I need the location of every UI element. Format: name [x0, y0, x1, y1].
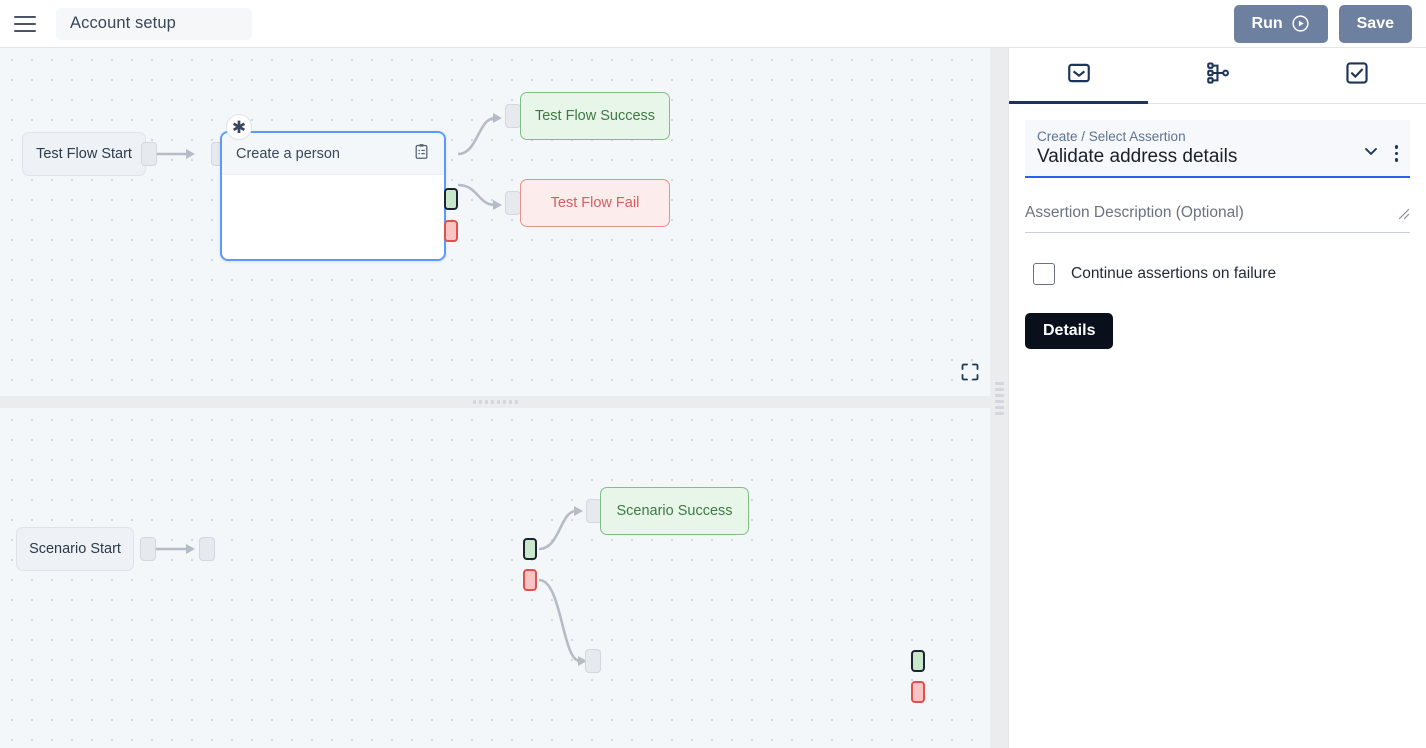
handle-create-a-person-success[interactable]	[444, 188, 458, 210]
assertion-select-field[interactable]: Create / Select Assertion Validate addre…	[1025, 120, 1410, 178]
assertion-select-value: Validate address details	[1037, 146, 1238, 167]
hamburger-menu-icon[interactable]	[12, 11, 38, 37]
assertion-description-field[interactable]: Assertion Description (Optional)	[1025, 200, 1410, 233]
node-test-flow-success-label: Test Flow Success	[534, 108, 656, 124]
node-test-flow-start[interactable]: Test Flow Start	[22, 132, 146, 176]
panel-divider-grip-icon	[994, 381, 1004, 415]
handle-create-a-person-fail[interactable]	[444, 220, 458, 242]
save-button-label: Save	[1356, 14, 1394, 32]
more-vertical-icon[interactable]	[1394, 145, 1398, 162]
run-button-label: Run	[1251, 14, 1283, 32]
tab-inbox[interactable]	[1009, 48, 1148, 104]
chevron-down-icon[interactable]	[1361, 141, 1381, 166]
node-test-flow-fail-label: Test Flow Fail	[550, 195, 640, 211]
handle-test-flow-fail-in[interactable]	[505, 191, 521, 215]
node-test-flow-start-label: Test Flow Start	[36, 146, 132, 162]
panel-divider[interactable]	[990, 48, 1008, 748]
workflow-hierarchy-icon	[1205, 60, 1231, 91]
scenario-canvas[interactable]: Scenario Start ✱ Create Person API perso…	[0, 408, 990, 748]
handle-create-person-success[interactable]	[523, 538, 537, 560]
assertion-select-actions	[1361, 129, 1398, 166]
continue-on-failure-checkbox[interactable]	[1033, 263, 1055, 285]
handle-test-flow-success-in[interactable]	[505, 104, 521, 128]
handle-test-flow-start-out[interactable]	[141, 142, 157, 166]
handle-create-person-fail[interactable]	[523, 569, 537, 591]
assertion-select-text: Create / Select Assertion Validate addre…	[1037, 129, 1237, 168]
page-title-field[interactable]: Account setup	[56, 7, 252, 40]
test-flow-edges	[145, 113, 502, 210]
details-button[interactable]: Details	[1025, 313, 1114, 349]
panel-tabs	[1009, 48, 1426, 104]
run-button[interactable]: Run	[1233, 4, 1328, 43]
node-scenario-success[interactable]: Scenario Success	[600, 487, 749, 535]
node-scenario-success-label: Scenario Success	[616, 503, 733, 519]
handle-create-user-account-in[interactable]	[585, 649, 601, 673]
page-title: Account setup	[70, 14, 176, 32]
node-create-a-person[interactable]: Create a person	[220, 131, 446, 261]
node-scenario-start[interactable]: Scenario Start	[16, 527, 134, 571]
tab-workflow[interactable]	[1148, 48, 1287, 103]
workspace: Test Flow Start ✱ Create a person	[0, 48, 990, 748]
handle-create-user-account-success[interactable]	[911, 650, 925, 672]
checkbox-check-icon	[1344, 60, 1370, 91]
node-scenario-start-label: Scenario Start	[29, 541, 121, 557]
save-button[interactable]: Save	[1338, 4, 1412, 43]
handle-scenario-start-out[interactable]	[140, 537, 156, 561]
assertion-panel: Create / Select Assertion Validate addre…	[1008, 48, 1426, 748]
handle-create-person-in[interactable]	[199, 537, 215, 561]
handle-create-user-account-fail[interactable]	[911, 681, 925, 703]
scenario-edges	[145, 506, 587, 666]
top-bar-actions: Run Save	[1233, 4, 1412, 43]
canvas-splitter[interactable]	[0, 396, 990, 408]
tab-checklist[interactable]	[1287, 48, 1426, 103]
resize-handle-icon[interactable]	[1397, 207, 1410, 222]
clipboard-icon[interactable]	[413, 143, 430, 165]
splitter-grip-icon	[472, 400, 518, 404]
top-bar: Account setup Run Save	[0, 0, 1426, 48]
node-create-a-person-title: Create a person	[236, 145, 340, 162]
assertion-select-label: Create / Select Assertion	[1037, 129, 1186, 144]
node-create-a-person-asterisk-icon[interactable]: ✱	[226, 114, 252, 140]
play-circle-icon	[1291, 14, 1310, 33]
continue-on-failure-label: Continue assertions on failure	[1071, 265, 1277, 282]
continue-on-failure-row[interactable]: Continue assertions on failure	[1033, 263, 1410, 285]
node-create-a-person-header: Create a person	[222, 133, 444, 175]
node-test-flow-success[interactable]: Test Flow Success	[520, 92, 670, 140]
test-flow-fullscreen-icon[interactable]	[960, 362, 980, 382]
node-test-flow-fail[interactable]: Test Flow Fail	[520, 179, 670, 227]
assertion-description-placeholder: Assertion Description (Optional)	[1025, 204, 1244, 221]
test-flow-canvas[interactable]: Test Flow Start ✱ Create a person	[0, 48, 990, 396]
inbox-icon	[1066, 60, 1092, 91]
